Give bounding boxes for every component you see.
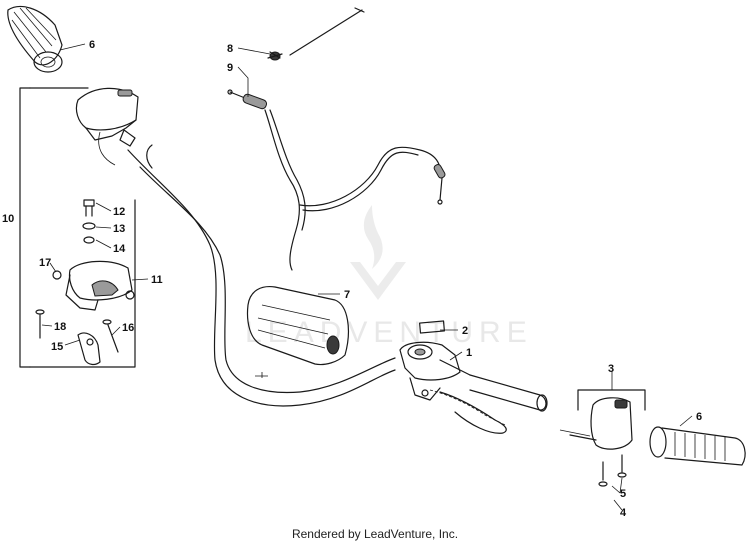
callout-11: 11 — [151, 274, 163, 286]
callout-7: 7 — [344, 289, 350, 301]
callout-14: 14 — [113, 243, 126, 255]
brake-bracket-assembly — [19, 87, 136, 368]
callout-2: 2 — [462, 325, 468, 337]
callout-15: 15 — [51, 341, 63, 353]
callout-4: 4 — [620, 507, 627, 519]
left-switch-housing — [75, 87, 139, 166]
callout-16: 16 — [122, 322, 134, 334]
callout-6-left: 6 — [89, 39, 95, 51]
watermark-text: LEADVENTURE — [245, 316, 533, 349]
callout-1: 1 — [466, 347, 472, 359]
leader-lines — [41, 43, 693, 511]
callout-6-right: 6 — [696, 411, 702, 423]
right-grip — [649, 426, 746, 466]
left-grip — [7, 5, 63, 73]
callout-17: 17 — [39, 257, 51, 269]
callout-labels: 1 2 3 4 5 6 6 7 8 9 10 11 12 13 14 15 16… — [2, 39, 702, 519]
callout-18: 18 — [54, 321, 66, 333]
handlebar-pad — [246, 285, 350, 366]
handlebar — [127, 144, 548, 412]
callout-3: 3 — [608, 363, 614, 375]
callout-8: 8 — [227, 43, 233, 55]
right-switch-housing — [559, 389, 646, 450]
callout-12: 12 — [113, 206, 125, 218]
leadventure-watermark: LEADVENTURE — [245, 205, 533, 349]
callout-5: 5 — [620, 488, 626, 500]
callout-13: 13 — [113, 223, 125, 235]
throttle-cable — [227, 7, 446, 271]
rendered-by-credit: Rendered by LeadVenture, Inc. — [291, 527, 459, 541]
callout-10: 10 — [2, 213, 14, 225]
decal — [419, 320, 445, 334]
brake-master-cylinder — [399, 341, 507, 434]
callout-9: 9 — [227, 62, 233, 74]
screws — [598, 454, 627, 487]
